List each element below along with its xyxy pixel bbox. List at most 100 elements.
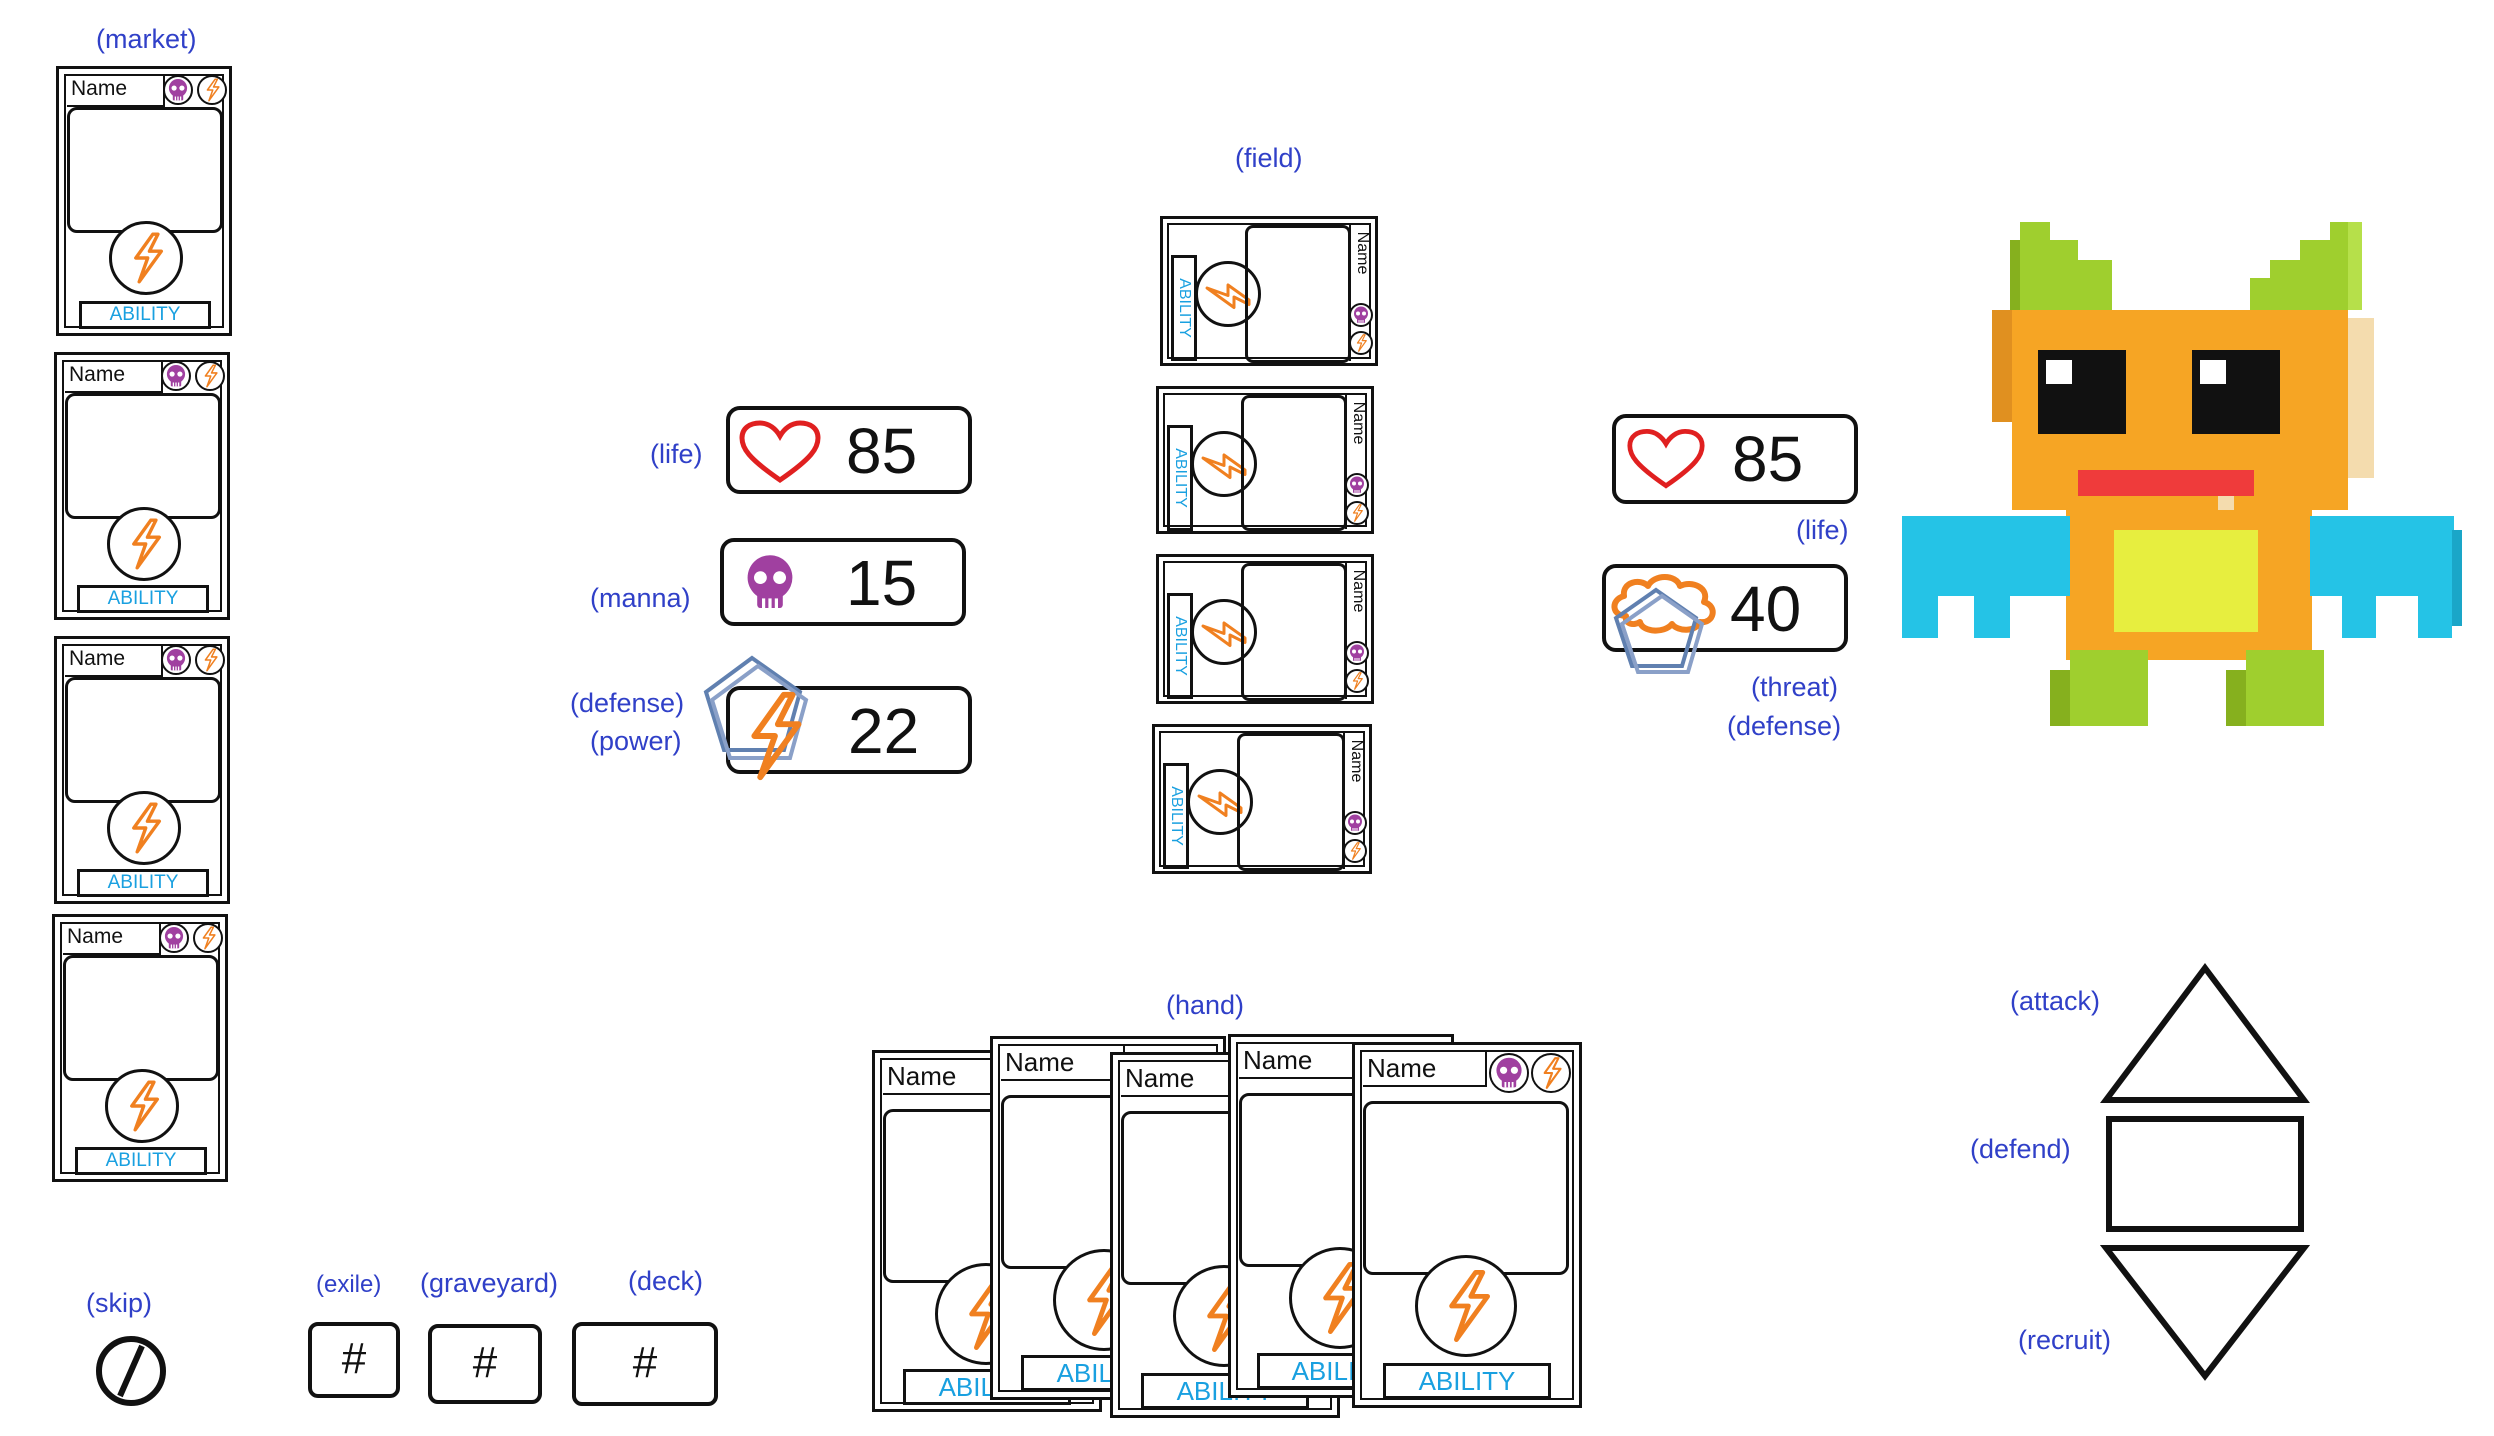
lightning-icon bbox=[1187, 769, 1253, 835]
skull-icon bbox=[163, 75, 193, 105]
card-ability: ABILITY bbox=[79, 301, 211, 329]
card-art bbox=[1245, 225, 1351, 363]
player-life-value: 85 bbox=[846, 415, 918, 487]
graveyard-label: (graveyard) bbox=[420, 1268, 559, 1298]
lightning-icon bbox=[195, 361, 225, 391]
lightning-icon bbox=[1195, 261, 1261, 327]
threat-box: 40 bbox=[1602, 564, 1848, 652]
card-art bbox=[63, 955, 219, 1081]
power-label: (power) bbox=[590, 726, 682, 756]
defend-button[interactable] bbox=[2106, 1116, 2304, 1232]
player-life-box: 85 bbox=[726, 406, 972, 494]
skull-icon bbox=[1489, 1053, 1529, 1093]
card-ability: ABILITY bbox=[1167, 425, 1193, 531]
lightning-icon bbox=[1191, 431, 1257, 497]
pentagon-icon bbox=[703, 655, 809, 760]
manna-label: (manna) bbox=[590, 583, 691, 613]
lightning-icon bbox=[195, 645, 225, 675]
card-name: Name bbox=[883, 1059, 1007, 1095]
card-name: Name bbox=[1349, 223, 1373, 361]
card-name: Name bbox=[65, 645, 163, 677]
deck-label: (deck) bbox=[628, 1266, 704, 1296]
card-art bbox=[1237, 733, 1345, 871]
lightning-icon bbox=[722, 686, 822, 786]
exile-label: (exile) bbox=[316, 1271, 382, 1298]
skull-icon bbox=[745, 553, 795, 610]
card-ability: ABILITY bbox=[1171, 255, 1197, 361]
market-card[interactable]: Name ABILITY bbox=[52, 914, 228, 1182]
recruit-button[interactable] bbox=[2100, 1242, 2310, 1382]
attack-label: (attack) bbox=[2010, 986, 2101, 1016]
lightning-icon bbox=[1415, 1255, 1517, 1357]
enemy-creature-sprite bbox=[1902, 222, 2462, 726]
card-name: Name bbox=[1239, 1043, 1363, 1079]
heart-icon bbox=[1627, 429, 1705, 489]
field-card[interactable]: ABILITY Name bbox=[1160, 216, 1378, 366]
card-name: Name bbox=[1345, 561, 1369, 699]
power-value: 22 bbox=[848, 695, 920, 767]
prohibited-icon[interactable] bbox=[92, 1332, 170, 1410]
card-ability: ABILITY bbox=[1383, 1363, 1551, 1399]
card-name: Name bbox=[65, 361, 163, 393]
threat-label: (threat) bbox=[1751, 672, 1839, 702]
card-ability: ABILITY bbox=[75, 1147, 207, 1175]
skull-icon bbox=[161, 361, 191, 391]
skull-icon bbox=[1345, 473, 1369, 497]
player-life-label: (life) bbox=[650, 439, 703, 469]
hand-card[interactable]: Name ABILITY bbox=[1352, 1042, 1582, 1408]
card-name: Name bbox=[1345, 393, 1369, 529]
lightning-icon bbox=[193, 923, 223, 953]
lightning-icon bbox=[1191, 599, 1257, 665]
heart-icon bbox=[739, 420, 821, 484]
lightning-icon bbox=[107, 507, 181, 581]
market-card[interactable]: Name ABILITY bbox=[56, 66, 232, 336]
card-art bbox=[1241, 563, 1347, 701]
graveyard-pile[interactable]: # bbox=[428, 1324, 542, 1404]
market-label: (market) bbox=[96, 24, 197, 54]
lightning-icon bbox=[109, 221, 183, 295]
skull-icon bbox=[1345, 641, 1369, 665]
card-name: Name bbox=[1343, 731, 1367, 869]
lightning-icon bbox=[197, 75, 227, 105]
field-label: (field) bbox=[1235, 143, 1303, 173]
card-ability: ABILITY bbox=[1163, 763, 1189, 869]
enemy-defense-label: (defense) bbox=[1727, 711, 1842, 741]
card-art bbox=[65, 393, 221, 519]
card-name: Name bbox=[1001, 1045, 1125, 1081]
field-card[interactable]: ABILITY Name bbox=[1152, 724, 1372, 874]
skull-icon bbox=[161, 645, 191, 675]
threat-value: 40 bbox=[1730, 573, 1802, 645]
card-art bbox=[67, 107, 223, 233]
recruit-label: (recruit) bbox=[2018, 1325, 2111, 1355]
lightning-icon bbox=[1343, 839, 1367, 863]
field-card[interactable]: ABILITY Name bbox=[1156, 386, 1374, 534]
manna-value: 15 bbox=[846, 547, 918, 619]
lightning-icon bbox=[1349, 331, 1373, 355]
card-ability: ABILITY bbox=[1167, 593, 1193, 699]
player-defense-label: (defense) bbox=[570, 688, 685, 718]
market-card[interactable]: Name ABILITY bbox=[54, 352, 230, 620]
lightning-icon bbox=[105, 1069, 179, 1143]
lightning-icon bbox=[107, 791, 181, 865]
defend-label: (defend) bbox=[1970, 1134, 2071, 1164]
lightning-icon bbox=[1345, 501, 1369, 525]
lightning-icon bbox=[1531, 1053, 1571, 1093]
hand-label: (hand) bbox=[1166, 990, 1245, 1020]
card-name: Name bbox=[1363, 1051, 1487, 1087]
pentagon-icon bbox=[1613, 587, 1705, 674]
enemy-life-value: 85 bbox=[1732, 423, 1804, 495]
cloud-icon bbox=[1611, 574, 1716, 634]
card-name: Name bbox=[67, 75, 165, 107]
lightning-icon bbox=[1345, 669, 1369, 693]
card-art bbox=[65, 677, 221, 803]
exile-pile[interactable]: # bbox=[308, 1322, 400, 1398]
enemy-life-label: (life) bbox=[1796, 515, 1849, 545]
card-ability: ABILITY bbox=[77, 585, 209, 613]
attack-button[interactable] bbox=[2100, 960, 2310, 1106]
deck-pile[interactable]: # bbox=[572, 1322, 718, 1406]
enemy-life-box: 85 bbox=[1612, 414, 1858, 504]
field-card[interactable]: ABILITY Name bbox=[1156, 554, 1374, 704]
skull-icon bbox=[159, 923, 189, 953]
market-card[interactable]: Name ABILITY bbox=[54, 636, 230, 904]
card-art bbox=[1241, 395, 1347, 531]
